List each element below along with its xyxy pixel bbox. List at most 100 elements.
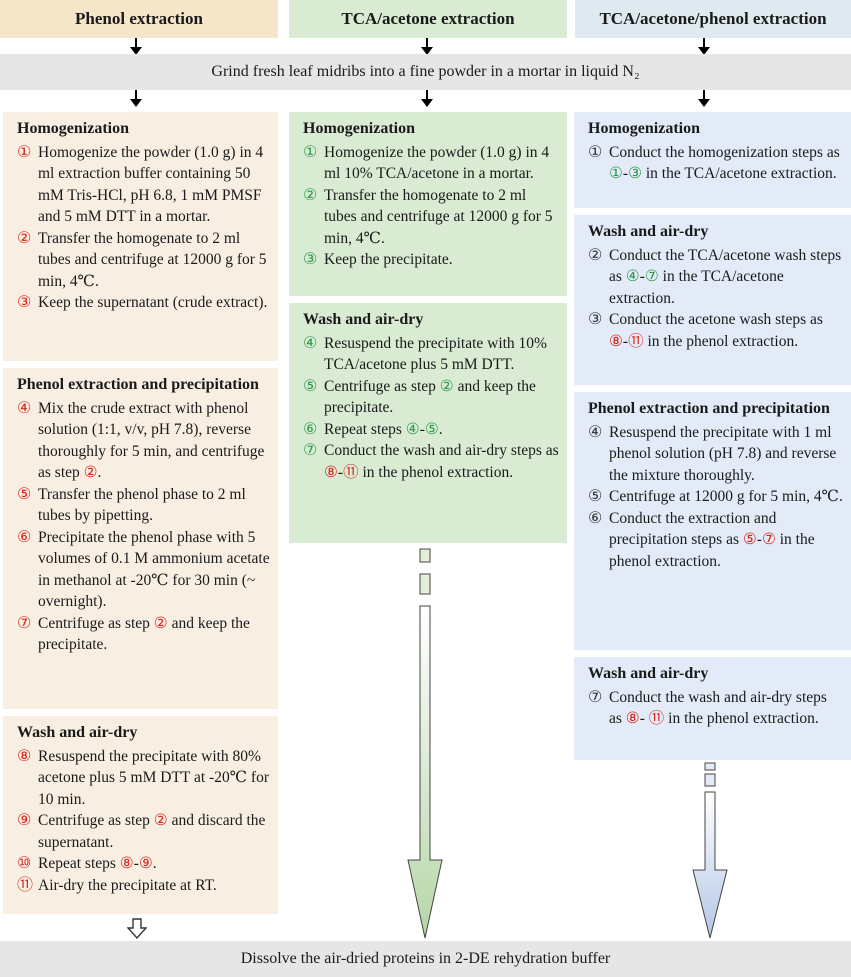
step-text: Resuspend the precipitate with 80% aceto… [38,747,269,808]
step-reference: ⑦ [761,531,776,548]
step-text: Conduct the acetone wash steps as ⑧-⑪ in… [609,309,843,352]
step-2: ② Transfer the homogenate to 2 ml tubes a… [303,185,559,250]
step-number: ⑥ [17,528,32,546]
step-text-part: Repeat steps [38,855,120,872]
step-number: ② [303,186,318,204]
step-reference: ④ [405,420,420,438]
step-reference: ⑤ [742,531,757,548]
step-text: Transfer the homogenate to 2 ml tubes an… [324,186,553,247]
step-number: ④ [17,399,32,417]
step-text-part: - [756,531,762,548]
step-number: ① [588,143,603,161]
arrow-down-icon [421,38,433,55]
tca-wash-box: Wash and air-dry ④ Resuspend the precipit… [289,303,567,543]
hollow-arrow-icon [127,918,147,940]
section-title: Wash and air-dry [588,665,709,682]
step-text: Mix the crude extract with phenol soluti… [38,398,270,484]
step-reference: ② [83,464,98,481]
step-text-part: in the TCA/acetone extraction. [609,268,784,307]
step-text-part: - [622,165,629,182]
step-number: ⑥ [303,420,318,438]
step-text: Conduct the homogenization steps as ①-③ … [609,142,843,185]
step-text-part: Conduct the TCA/acetone wash steps as [609,246,842,286]
step-number: ④ [303,334,318,352]
long-down-arrow-icon [407,548,443,939]
section-title: Wash and air-dry [588,223,709,240]
step-number: ⑤ [588,488,603,505]
step-reference: ⑦ [644,268,659,285]
step-text: Conduct the wash and air-dry steps as ⑧-… [609,687,843,730]
header-tcap-label: TCA/acetone/phenol extraction [599,9,827,28]
phenol-wash-box: Wash and air-dry ⑧ Resuspend the precipit… [3,716,278,914]
section-title: Wash and air-dry [17,724,138,741]
step-text-part: - [622,332,629,350]
step-text-part: in the phenol extraction. [609,531,815,570]
step-text-part: Conduct the acetone wash steps as [609,311,823,328]
tcap-homogenization-box: Homogenization ① Conduct the homogenizati… [574,112,851,208]
header-phenol-extraction: Phenol extraction [0,0,278,38]
step-text-part: in the phenol extraction. [664,710,819,727]
step-number: ③ [588,311,603,328]
step-text-part: - [133,855,139,872]
step-text-part: . [97,464,102,481]
arrow-down-icon [421,90,433,107]
arrow-down-icon [698,38,710,55]
step-text-part: and keep the precipitate. [38,614,250,654]
step-text-part: in the TCA/acetone extraction. [641,165,837,182]
step-text-part: Centrifuge as step [324,377,440,395]
step-text: Centrifuge as step ② and keep the precip… [38,613,270,656]
step-4: ④ Resuspend the precipitate with 10% TCA/… [303,333,559,376]
arrow-down-icon [130,90,142,107]
step-text-part: - [337,463,344,481]
section-title: Wash and air-dry [303,311,424,328]
step-reference: ⑧ [324,463,338,481]
step-text: Conduct the extraction and precipitation… [609,508,843,573]
step-text-part: Repeat steps [324,420,406,438]
step-text-part: - [639,710,649,727]
step-text-part: Centrifuge as step [38,812,154,829]
step-text: Precipitate the phenol phase with 5 volu… [38,528,270,611]
step-text-part: and discard the supernatant. [38,812,266,851]
step-text: Transfer the phenol phase to 2 ml tubes … [38,485,246,525]
step-number: ⑥ [588,509,603,527]
step-3: ③ Conduct the acetone wash steps as ⑧-⑪ i… [588,309,843,352]
step-text-part: Centrifuge as step [38,614,154,632]
step-text-part: in the phenol extraction. [643,332,799,350]
step-text: Resuspend the precipitate with 10% TCA/a… [324,334,547,374]
step-reference: ② [153,614,168,632]
step-text: Homogenize the powder (1.0 g) in 4 ml ex… [38,143,264,226]
step-text: Repeat steps ⑧-⑨. [38,853,270,875]
step-text-part: Conduct the wash and air-dry steps as [324,442,559,459]
step-text-part: Conduct the homogenization steps as [609,143,840,161]
step-reference: ② [153,812,168,829]
step-reference: ⑧ [119,855,134,872]
step-text: Conduct the TCA/acetone wash steps as ④-… [609,245,843,310]
dissolve-step: Dissolve the air-dried proteins in 2-DE … [0,941,851,977]
step-text-part: in the phenol extraction. [358,463,514,481]
step-text-part: Mix the crude extract with phenol soluti… [38,399,265,482]
step-number: ⑤ [17,485,32,503]
section-title: Homogenization [17,120,129,137]
step-number: ④ [588,423,603,441]
header-tca-label: TCA/acetone extraction [341,9,515,28]
arrow-down-icon [130,38,142,55]
section-title: Homogenization [588,120,700,137]
step-text: Conduct the wash and air-dry steps as ⑧-… [324,440,559,483]
step-text: Centrifuge as step ② and discard the sup… [38,810,270,853]
